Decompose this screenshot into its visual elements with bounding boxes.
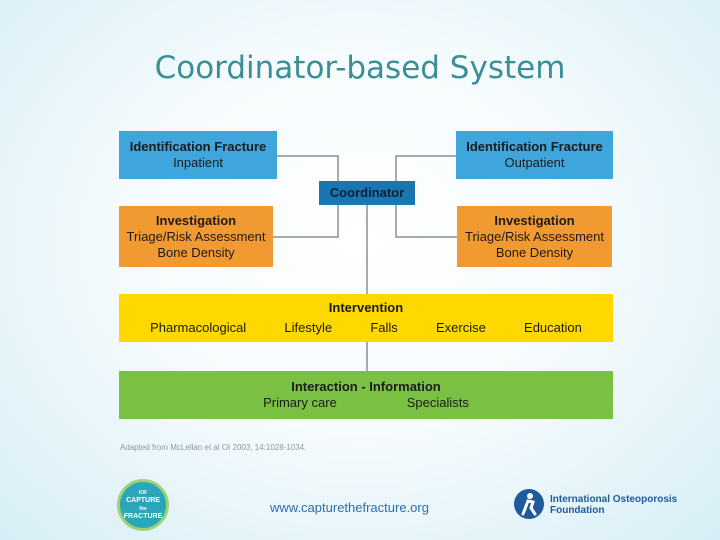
box-line2: Bone Density <box>495 244 574 260</box>
box-title: Intervention <box>328 300 404 315</box>
investigation-left-box: Investigation Triage/Risk Assessment Bon… <box>119 206 273 267</box>
ctf-logo-the: the <box>139 506 147 512</box>
box-title: Investigation <box>155 212 237 228</box>
intervention-item: Education <box>524 320 582 335</box>
interaction-item: Specialists <box>406 395 469 410</box>
investigation-right-box: Investigation Triage/Risk Assessment Bon… <box>457 206 612 267</box>
intervention-items: Pharmacological Lifestyle Falls Exercise… <box>119 320 613 336</box>
box-subtitle: Inpatient <box>173 155 223 170</box>
box-title: Identification Fracture <box>129 139 267 154</box>
box-title: Interaction - Information <box>291 379 441 394</box>
iof-figure-icon <box>514 489 544 519</box>
ctf-logo-line1: CAPTURE <box>126 497 160 504</box>
slide-title: Coordinator-based System <box>154 50 566 86</box>
box-title: Identification Fracture <box>466 139 603 154</box>
line-outpatient-coordinator <box>395 155 456 181</box>
identification-inpatient-box: Identification Fracture Inpatient <box>119 131 277 179</box>
intervention-item: Exercise <box>435 320 486 335</box>
iof-logo-line2: Foundation <box>550 505 605 516</box>
box-title: Investigation <box>494 212 575 228</box>
iof-logo-text: International Osteoporosis Foundation <box>550 494 677 516</box>
line-investigation-right-coordinator <box>395 205 457 238</box>
capture-the-fracture-logo: IOF CAPTURE the FRACTURE <box>117 479 169 531</box>
box-line1: Triage/Risk Assessment <box>126 228 266 244</box>
ctf-logo-line2: FRACTURE <box>123 513 163 520</box>
footer-url-link[interactable]: www.capturethefracture.org <box>270 500 429 515</box>
interaction-box: Interaction - Information Primary care S… <box>119 371 613 419</box>
intervention-item: Lifestyle <box>284 320 333 335</box>
intervention-item: Falls <box>370 320 398 335</box>
interaction-items: Primary care Specialists <box>119 395 613 411</box>
coordinator-box: Coordinator <box>319 181 415 205</box>
box-subtitle: Outpatient <box>504 155 565 170</box>
box-line1: Triage/Risk Assessment <box>465 228 604 244</box>
identification-outpatient-box: Identification Fracture Outpatient <box>456 131 613 179</box>
iof-logo-line1: International Osteoporosis <box>550 494 678 505</box>
box-line2: Bone Density <box>157 244 235 260</box>
source-citation: Adapted from McLellan et al OI 2003, 14:… <box>120 443 307 452</box>
intervention-item: Pharmacological <box>150 320 247 335</box>
line-investigation-left-coordinator <box>273 205 339 238</box>
ctf-logo-iof: IOF <box>138 490 148 496</box>
line-inpatient-coordinator <box>277 155 339 181</box>
interaction-item: Primary care <box>263 395 337 410</box>
intervention-box: Intervention Pharmacological Lifestyle F… <box>119 294 613 342</box>
